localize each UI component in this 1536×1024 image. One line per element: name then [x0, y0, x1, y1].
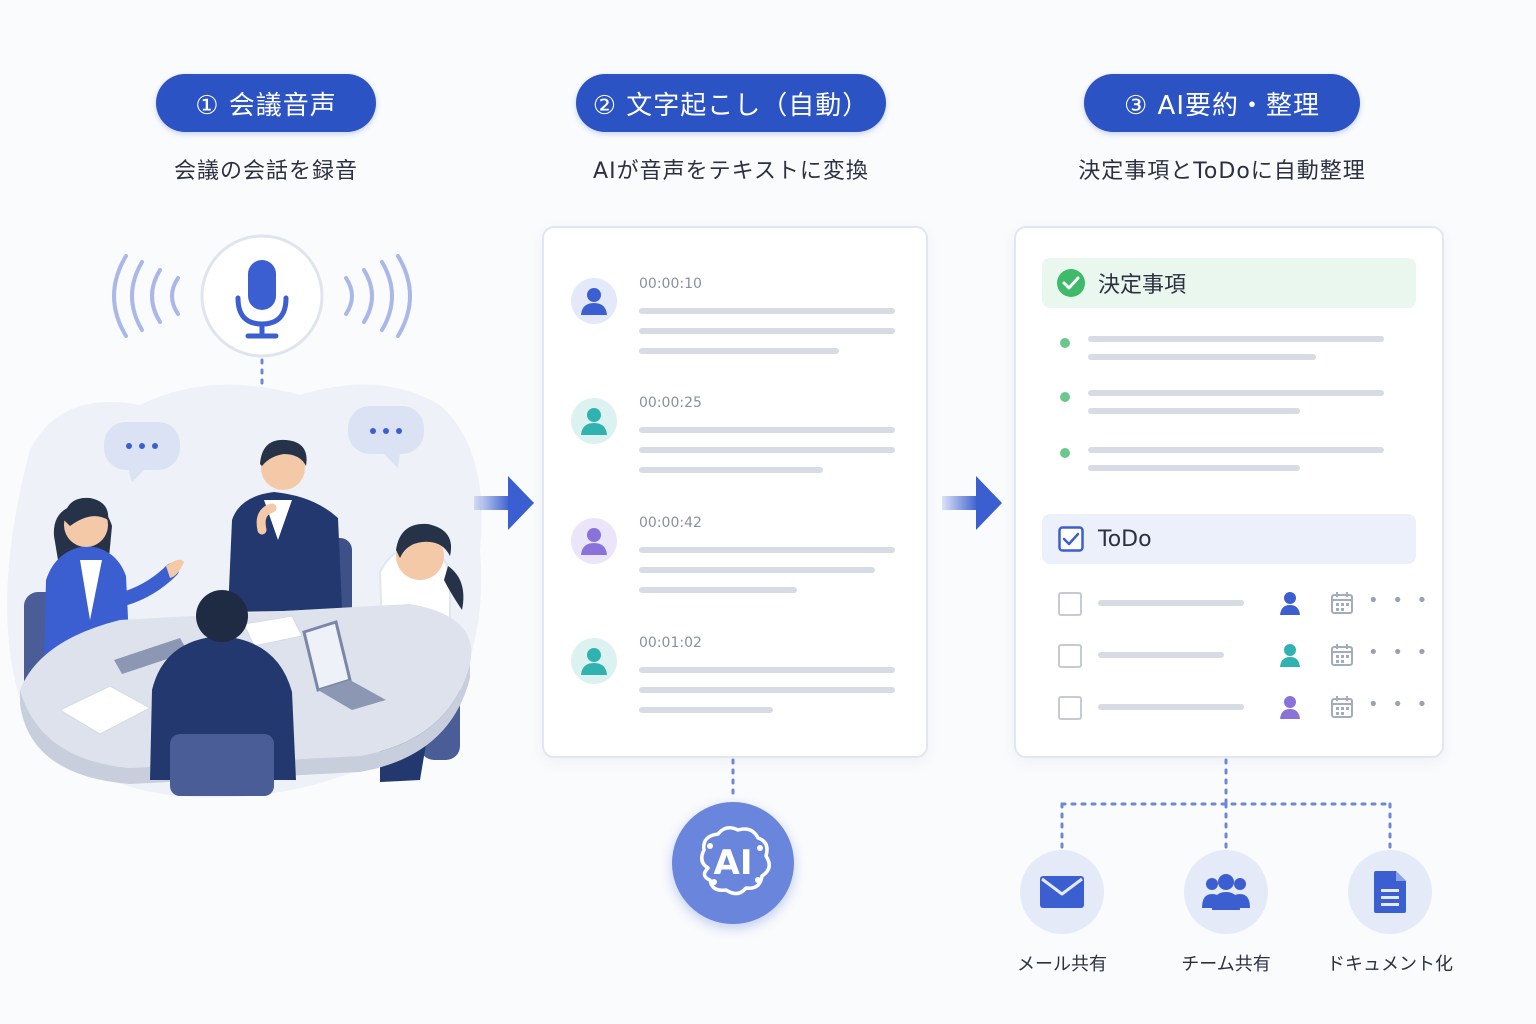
step-2-caption: AIが音声をテキストに変換	[593, 159, 869, 184]
document-share-label: ドキュメント化	[1327, 954, 1453, 975]
step-2-pill: ② 文字起こし（自動）	[576, 74, 886, 132]
team-share-button[interactable]	[1184, 850, 1268, 934]
ai-label: AI	[713, 843, 753, 883]
step-3-label: ③ AI要約・整理	[1123, 90, 1321, 121]
sound-wave-left-icon	[112, 254, 180, 338]
arrow-right-icon-1	[474, 476, 534, 530]
assignee-icon	[1280, 644, 1300, 667]
check-circle-icon	[1057, 269, 1085, 297]
calendar-icon[interactable]	[1330, 643, 1354, 667]
checkbox-checked-icon	[1058, 526, 1084, 552]
step-2-label: ② 文字起こし（自動）	[592, 90, 870, 121]
speaker-avatar	[571, 518, 617, 564]
transcript-card: 00:00:10 00:00:25 00:00:42 00:01:02	[542, 226, 928, 758]
summary-card: 決定事項 ToDo • • • • • •	[1014, 226, 1444, 758]
meeting-illustration	[7, 234, 482, 798]
todo-checkbox[interactable]	[1058, 592, 1082, 616]
decisions-title: 決定事項	[1098, 273, 1187, 298]
more-icon[interactable]: • • •	[1368, 590, 1432, 611]
todo-title: ToDo	[1098, 526, 1152, 552]
timestamp: 00:01:02	[639, 635, 702, 651]
timestamp: 00:00:42	[639, 515, 702, 531]
document-share-button[interactable]	[1348, 850, 1432, 934]
todo-header: ToDo	[1042, 514, 1416, 564]
todo-checkbox[interactable]	[1058, 696, 1082, 720]
decisions-header: 決定事項	[1042, 258, 1416, 308]
todo-checkbox[interactable]	[1058, 644, 1082, 668]
team-icon	[1202, 874, 1250, 910]
share-connector	[1060, 758, 1392, 850]
person-icon	[581, 288, 607, 315]
arrow-right-icon-2	[942, 476, 1002, 530]
step-3-caption: 決定事項とToDoに自動整理	[1078, 159, 1366, 184]
speaker-avatar	[571, 278, 617, 324]
connector-line	[731, 758, 735, 802]
speech-bubble-left-icon	[104, 422, 180, 482]
step-1-label: ① 会議音声	[195, 90, 337, 121]
person-icon	[581, 408, 607, 435]
speech-bubble-right-icon	[348, 406, 424, 468]
more-icon[interactable]: • • •	[1368, 694, 1432, 715]
ai-badge: AI	[672, 802, 794, 924]
step-1-caption: 会議の会話を録音	[173, 159, 358, 184]
person-man-front	[150, 590, 296, 796]
microphone-icon	[235, 260, 289, 339]
timestamp: 00:00:25	[639, 395, 702, 411]
mail-share-label: メール共有	[1017, 954, 1107, 975]
calendar-icon[interactable]	[1330, 591, 1354, 615]
person-icon	[581, 528, 607, 555]
document-icon	[1374, 871, 1406, 913]
person-icon	[581, 648, 607, 675]
timestamp: 00:00:10	[639, 276, 702, 292]
sound-wave-right-icon	[344, 254, 412, 338]
speaker-avatar	[571, 638, 617, 684]
assignee-icon	[1280, 696, 1300, 719]
speaker-avatar	[571, 398, 617, 444]
mail-icon	[1040, 876, 1084, 908]
team-share-label: チーム共有	[1181, 954, 1271, 975]
ai-brain-icon	[700, 826, 771, 896]
step-1-pill: ① 会議音声	[156, 74, 376, 132]
more-icon[interactable]: • • •	[1368, 642, 1432, 663]
step-3-pill: ③ AI要約・整理	[1084, 74, 1360, 132]
mail-share-button[interactable]	[1020, 850, 1104, 934]
assignee-icon	[1280, 592, 1300, 615]
person-man-center	[228, 439, 342, 612]
calendar-icon[interactable]	[1330, 695, 1354, 719]
